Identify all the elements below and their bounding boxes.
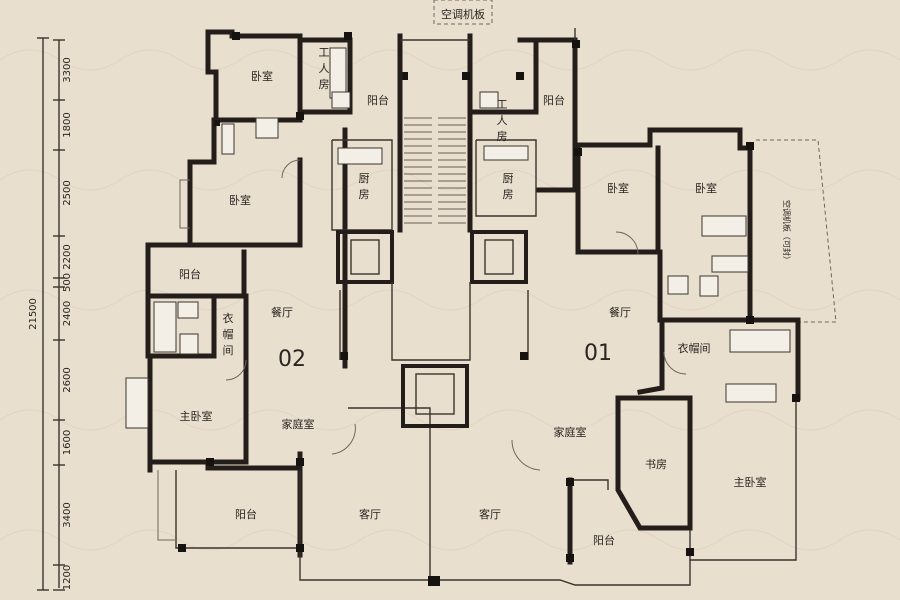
room-bedroom-2-right: 卧室: [695, 181, 717, 195]
room-maid-right-2: 人: [497, 114, 508, 127]
room-closet-left-3: 间: [223, 344, 234, 357]
room-balcony-bottom-right: 阳台: [593, 533, 615, 547]
room-maid-left-2: 人: [319, 62, 330, 75]
dimension-segment-label: 2200: [62, 244, 73, 269]
core: [336, 33, 529, 586]
room-kitchen-left-1: 厨: [359, 172, 370, 185]
room-balcony-bottom-left: 阳台: [235, 507, 257, 521]
room-balcony-top-left: 阳台: [367, 93, 389, 107]
ac-board-label: 空调机板: [441, 7, 485, 21]
dimension-segment-label: 1800: [62, 112, 73, 137]
dimension-segment-label: 1600: [62, 430, 73, 455]
room-kitchen-left-2: 房: [359, 188, 370, 201]
room-bedroom-mid-left: 卧室: [229, 193, 251, 207]
room-maid-left-1: 工: [319, 46, 330, 59]
dimension-segment-label: 2500: [62, 180, 73, 205]
room-kitchen-right-2: 房: [503, 188, 514, 201]
unit-01: [440, 28, 801, 586]
room-family-right: 家庭室: [554, 425, 587, 439]
room-labels: 卧室 工 人 房 阳台 厨 房 卧室 阳台 衣 帽 间 餐厅 02 主卧室 家庭…: [179, 46, 767, 547]
dimension-segment-label: 3300: [62, 57, 73, 82]
room-master-right: 主卧室: [734, 475, 767, 489]
room-kitchen-right-1: 厨: [503, 172, 514, 185]
dimension-line: 21500 3300 1800 2500 2200 500 2400 2600 1600 340…: [28, 37, 73, 591]
room-closet-left-2: 帽: [223, 328, 234, 341]
dimension-total: 21500: [28, 298, 39, 330]
unit-02: [125, 29, 431, 581]
dimension-segment-label: 500: [62, 273, 73, 292]
dimension-segment-label: 2600: [62, 367, 73, 392]
side-note-label: 空调机板（可封）: [782, 200, 792, 264]
room-study-right: 书房: [645, 458, 667, 471]
room-balcony-top-right: 阳台: [543, 93, 565, 107]
room-bedroom-top-left: 卧室: [251, 69, 273, 83]
dimension-segment-label: 2400: [62, 301, 73, 326]
room-master-left: 主卧室: [180, 409, 213, 423]
ac-board-side: 空调机板（可封）: [756, 139, 837, 323]
room-maid-left-3: 房: [319, 78, 330, 91]
room-maid-right-3: 房: [497, 130, 508, 143]
unit-label-02: 02: [278, 347, 306, 372]
room-living-right: 客厅: [479, 507, 501, 521]
room-family-left: 家庭室: [282, 417, 315, 431]
room-closet-right: 衣帽间: [678, 341, 711, 355]
room-living-left: 客厅: [359, 507, 381, 521]
room-maid-right-1: 工: [497, 98, 508, 111]
room-closet-left-1: 衣: [223, 311, 234, 325]
dimension-segment-label: 1200: [62, 565, 73, 590]
room-dining-right: 餐厅: [609, 305, 631, 319]
unit-label-01: 01: [584, 341, 612, 366]
room-balcony-mid-left: 阳台: [179, 267, 201, 281]
room-dining-left: 餐厅: [271, 305, 293, 319]
ac-board-top: 空调机板: [433, 0, 493, 25]
dimension-segment-label: 3400: [62, 502, 73, 527]
room-bedroom-1-right: 卧室: [607, 181, 629, 195]
